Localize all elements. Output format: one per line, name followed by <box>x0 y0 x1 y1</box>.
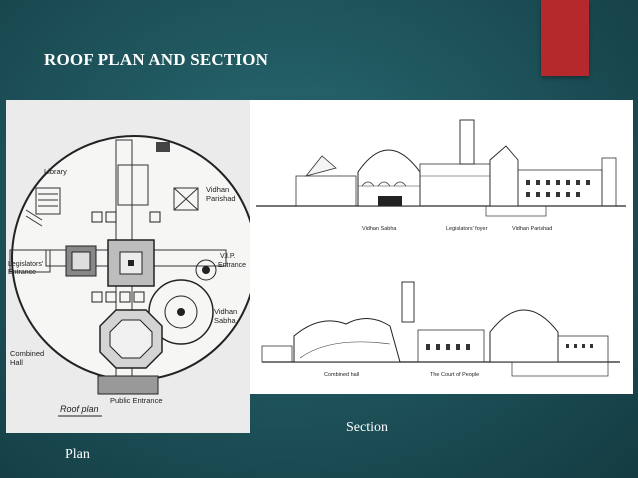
plan-caption: Plan <box>65 447 90 462</box>
plan-label-legislators-entrance-1: Legislators' <box>8 261 43 268</box>
upper-section: Vidhan Sabha Legislators' foyer Vidhan P… <box>256 119 626 232</box>
roof-plan-drawing: Library Vidhan Parishad Legislators' Ent… <box>8 135 257 417</box>
section-label-combined-hall: Combined hall <box>324 372 359 378</box>
plan-label-legislators-entrance-2: Entrance <box>8 269 36 276</box>
plan-label-vidhan-sabha-2: Sabha <box>214 316 237 325</box>
plan-label-vip-entrance-2: Entrance <box>218 262 246 269</box>
plan-label-combined-hall-1: Combined <box>10 349 44 358</box>
section-caption: Section <box>346 420 388 435</box>
section-label-vidhan-parishad: Vidhan Parishad <box>512 226 552 232</box>
plan-label-combined-hall-2: Hall <box>10 358 23 367</box>
section-label-vidhan-sabha: Vidhan Sabha <box>362 226 397 232</box>
plan-label-vidhan-parishad-1: Vidhan <box>206 185 229 194</box>
plan-label-roof-plan: Roof plan <box>60 404 99 414</box>
accent-bar <box>541 0 589 76</box>
plan-label-vidhan-parishad-2: Parishad <box>206 194 236 203</box>
plan-label-vip-entrance-1: V.I.P. <box>220 253 236 260</box>
section-figure: Vidhan Sabha Legislators' foyer Vidhan P… <box>250 100 633 394</box>
roof-plan-figure: Library Vidhan Parishad Legislators' Ent… <box>6 100 257 433</box>
slide-title: ROOF PLAN AND SECTION <box>44 50 269 69</box>
lower-section: Combined hall The Court of People <box>261 281 620 378</box>
plan-label-public-entrance: Public Entrance <box>110 396 163 405</box>
section-label-court-of-people: The Court of People <box>430 372 479 378</box>
plan-label-vidhan-sabha-1: Vidhan <box>214 307 237 316</box>
section-label-legislators-foyer: Legislators' foyer <box>446 226 488 232</box>
plan-label-library: Library <box>44 167 67 176</box>
section-drawing: Vidhan Sabha Legislators' foyer Vidhan P… <box>256 119 626 378</box>
